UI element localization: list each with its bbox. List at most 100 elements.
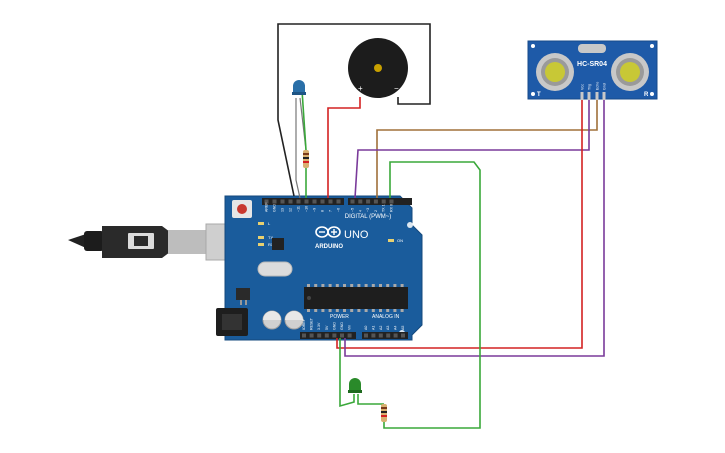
digital-pin-hole[interactable] (288, 199, 293, 204)
transmitter-transducer (536, 53, 574, 91)
analog-header (362, 332, 408, 339)
digital-pin-hole[interactable] (280, 199, 285, 204)
power-pin-label: RESET (310, 317, 314, 330)
sensor-r-mark: R (644, 92, 649, 98)
digital-pin-hole[interactable] (350, 199, 355, 204)
analog-pin-label: A2 (379, 326, 383, 330)
analog-pin-hole[interactable] (378, 333, 383, 338)
analog-pin-hole[interactable] (386, 333, 391, 338)
on-led-label: ON (397, 238, 403, 243)
arduino-logo (315, 226, 341, 238)
blue-led-lead-1 (295, 98, 301, 199)
analog-pin-label: A1 (371, 326, 375, 330)
reset-button-cap[interactable] (237, 204, 247, 214)
led-rx-label: RX (268, 242, 274, 247)
analog-pin-label: A5 (401, 326, 405, 330)
digital-pin-hole[interactable] (304, 199, 309, 204)
power-pin-hole[interactable] (317, 333, 322, 338)
digital-pin-hole[interactable] (264, 199, 269, 204)
digital-pin-label: 7 (329, 210, 333, 212)
digital-pin-hole[interactable] (366, 199, 371, 204)
power-pin-hole[interactable] (347, 333, 352, 338)
digital-pin-label: 2 (374, 210, 378, 212)
digital-pin-label: TX 1 (382, 204, 386, 212)
digital-pin-hole[interactable] (296, 199, 301, 204)
power-pin-hole[interactable] (332, 333, 337, 338)
power-pin-hole[interactable] (324, 333, 329, 338)
power-pin-label: 5V (325, 325, 329, 330)
digital-pin-hole[interactable] (272, 199, 277, 204)
power-pin-hole[interactable] (309, 333, 314, 338)
digital-pin-hole[interactable] (381, 199, 386, 204)
digital-pin-label: 12 (289, 208, 293, 212)
digital-pin-hole[interactable] (336, 199, 341, 204)
digital-pin-label: 8 (321, 210, 325, 212)
analog-pin-hole[interactable] (364, 333, 368, 338)
digital-pin-hole[interactable] (373, 199, 378, 204)
analog-pin-label: A0 (364, 326, 368, 330)
analog-pin-label: A3 (386, 326, 390, 330)
wire-purple-echo (354, 98, 590, 199)
power-pin-hole[interactable] (340, 333, 344, 338)
digital-pin-hole[interactable] (328, 199, 333, 204)
power-pin-label: 3.3V (317, 322, 321, 330)
digital-pin-label: ~5 (351, 208, 355, 212)
led-tx-label: TX (268, 235, 273, 240)
buzzer-minus-label: − (394, 84, 399, 93)
digital-header-right (348, 198, 412, 205)
digital-pin-label: 13 (281, 208, 285, 212)
analog-pin-hole[interactable] (393, 333, 398, 338)
sensor-pin-label: Trig (588, 84, 592, 90)
sensor-pin-label: Gnd (603, 83, 607, 90)
arduino-brand-text: ARDUINO (315, 244, 343, 250)
sensor-pin[interactable] (580, 92, 584, 100)
power-pin-label: GND (340, 322, 344, 330)
digital-pin-label: ~11 (297, 206, 301, 212)
power-pin-label: GND (332, 322, 336, 330)
sensor-t-mark: T (537, 92, 541, 98)
analog-pin-hole[interactable] (371, 333, 376, 338)
digital-pin-hole[interactable] (312, 199, 317, 204)
wire-black-buzzer-gnd (277, 23, 431, 197)
sensor-pin[interactable] (587, 92, 591, 100)
crystal-oscillator (257, 261, 293, 277)
wire-brown-trig (376, 98, 598, 198)
digital-header-left (262, 198, 344, 205)
atmega-microcontroller (304, 287, 408, 309)
resistor-green-led (381, 404, 387, 422)
digital-pin-hole[interactable] (320, 199, 325, 204)
sensor-pin-label: Echo (596, 82, 600, 90)
voltage-regulator (236, 288, 250, 300)
piezo-buzzer: + − (348, 38, 408, 98)
power-label: POWER (330, 314, 349, 320)
receiver-transducer (611, 53, 649, 91)
wire-green-led-gnd (339, 338, 355, 408)
analog-in-label: ANALOG IN (372, 314, 400, 320)
wire-green-pin2 (383, 161, 481, 429)
digital-pin-label: RX 0 (390, 204, 394, 212)
digital-pin-hole[interactable] (389, 199, 394, 204)
digital-pin-label: ~6 (337, 208, 341, 212)
usb-chip (272, 238, 284, 250)
power-pin-hole[interactable] (302, 333, 306, 338)
uno-model-text: UNO (344, 229, 369, 241)
sensor-pin[interactable] (602, 92, 606, 100)
buzzer-plus-label: + (358, 84, 363, 93)
sensor-pin[interactable] (595, 92, 599, 100)
analog-pin-label: A4 (394, 326, 398, 330)
digital-pin-label: ~10 (305, 206, 309, 212)
green-led (348, 378, 362, 393)
digital-pwm-label: DIGITAL (PWM~) (345, 214, 392, 220)
sensor-name-label: HC-SR04 (577, 61, 607, 68)
wire-purple-gnd (344, 98, 605, 357)
buzzer-center (374, 64, 382, 72)
usb-connector-metal (168, 230, 208, 254)
wire-red-vcc-5v (336, 98, 583, 349)
power-pin-label: Vin (348, 325, 352, 330)
sensor-crystal (578, 44, 606, 53)
digital-pin-hole[interactable] (358, 199, 363, 204)
analog-pin-hole[interactable] (401, 333, 405, 338)
